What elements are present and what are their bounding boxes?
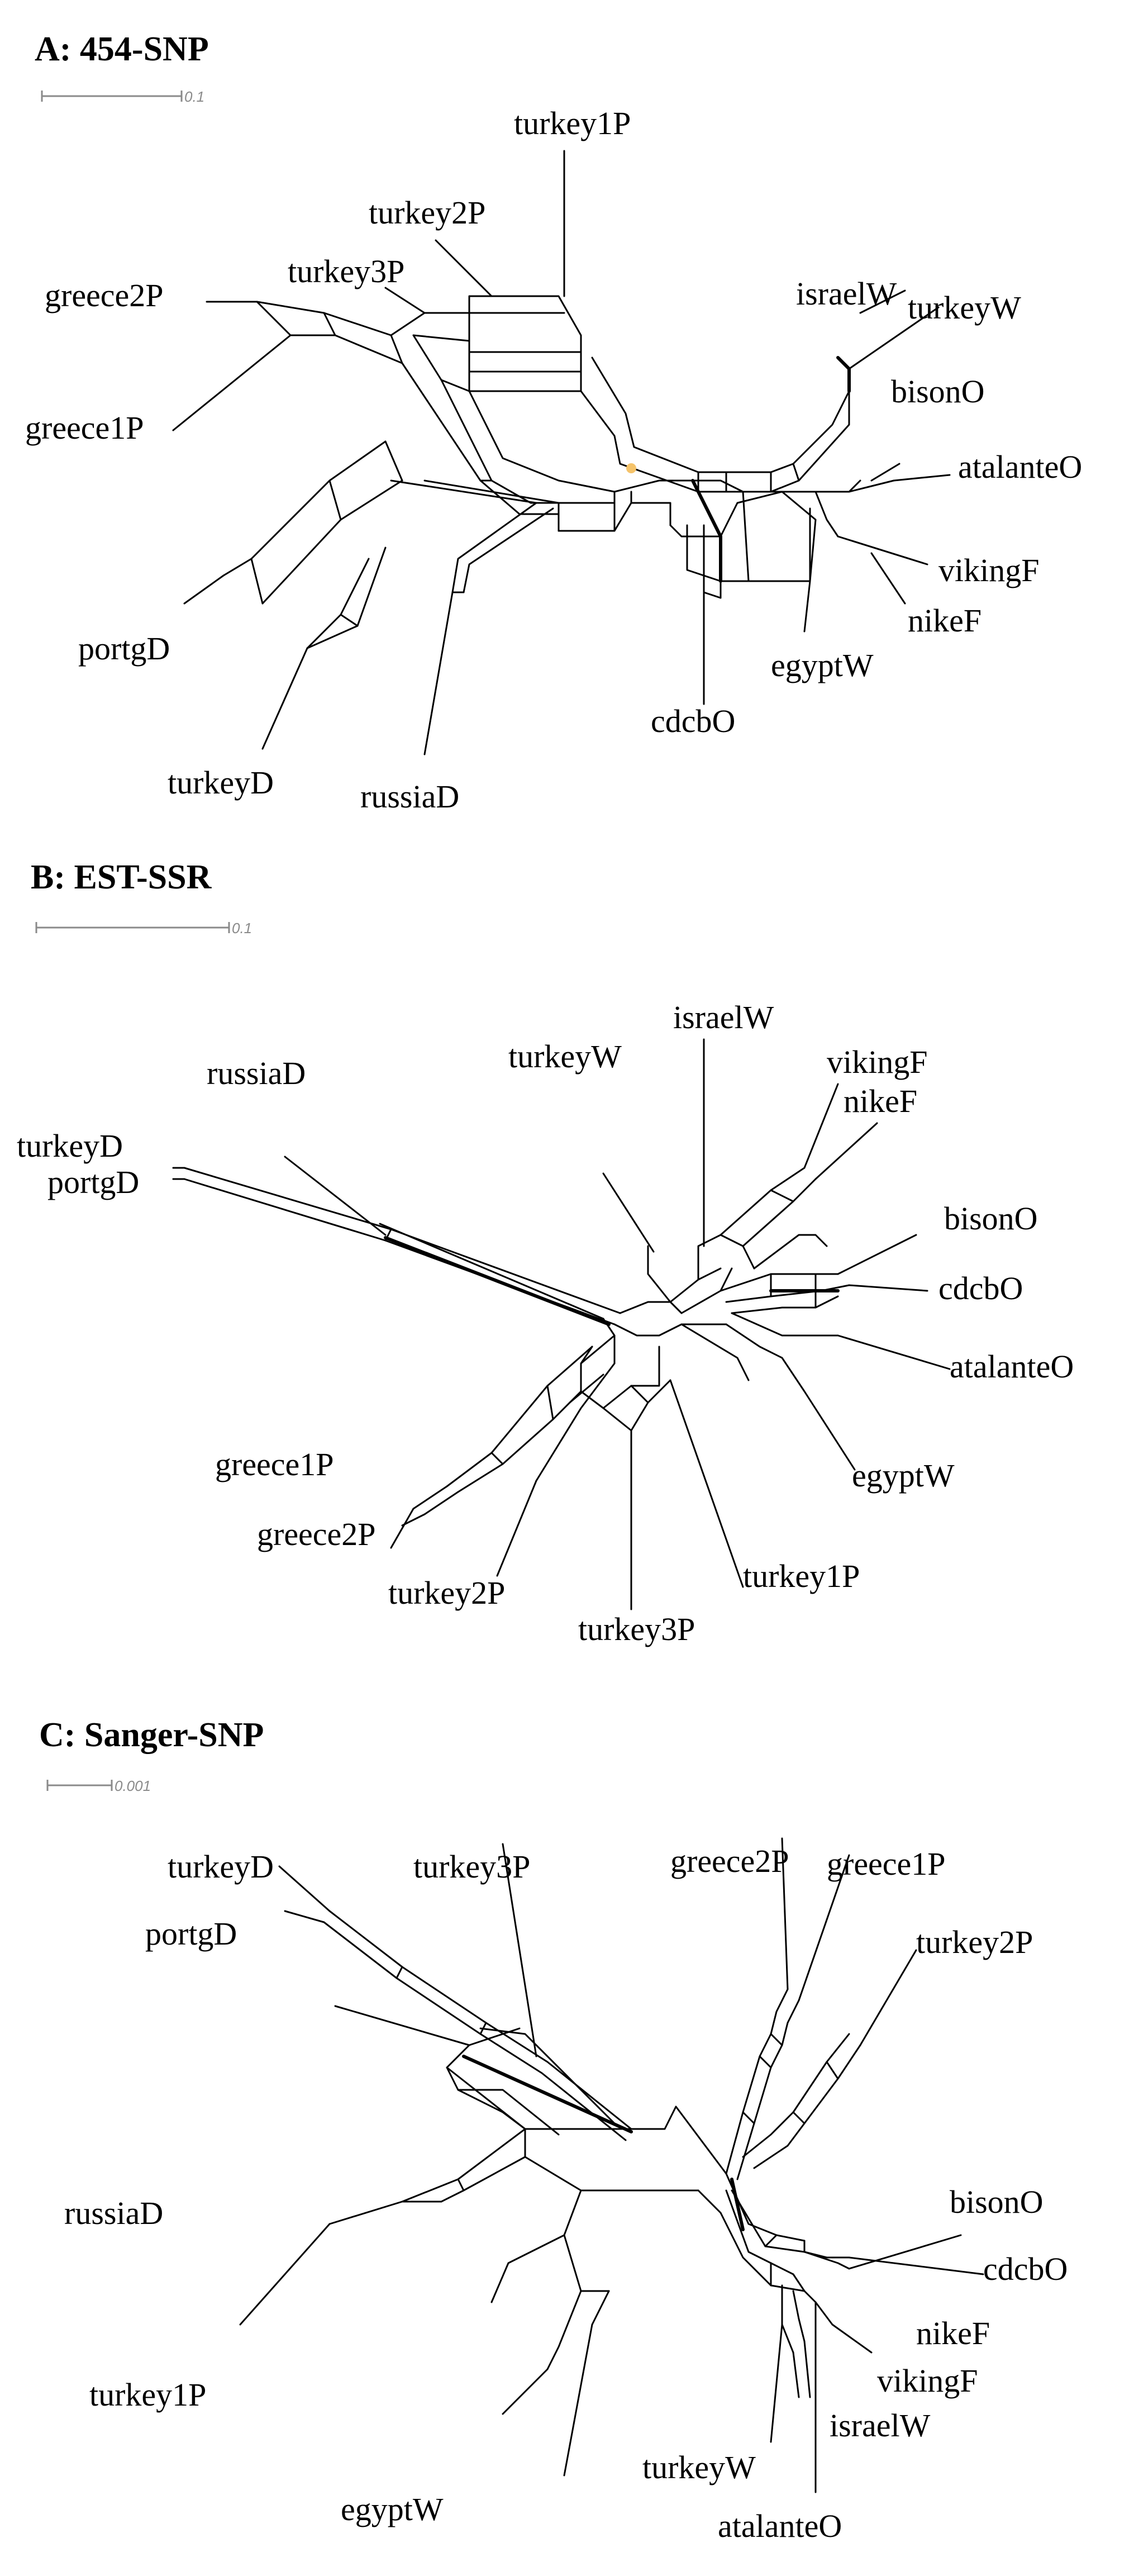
taxon-label: israelW — [830, 2407, 931, 2444]
taxon-label: nikeF — [908, 602, 981, 639]
taxon-label: nikeF — [844, 1083, 917, 1119]
taxon-label: greece1P — [215, 1446, 334, 1482]
taxon-label: portgD — [145, 1916, 237, 1952]
taxon-label: atalanteO — [950, 1348, 1074, 1385]
pendant-edges-b — [172, 1038, 951, 1610]
taxon-label: turkey3P — [578, 1611, 695, 1647]
heavy-split-a — [691, 479, 722, 583]
taxon-label: greece2P — [45, 277, 164, 313]
taxon-label: turkey1P — [514, 105, 631, 141]
taxon-label: greece2P — [670, 1843, 789, 1879]
taxon-label: greece2P — [257, 1516, 376, 1552]
taxon-label: israelW — [796, 275, 897, 312]
taxon-label: bisonO — [944, 1200, 1038, 1237]
splits-network-b — [183, 1167, 850, 1515]
taxon-label: russiaD — [360, 778, 459, 815]
scale-bar-b: 0.1 — [35, 920, 252, 937]
taxon-label: israelW — [673, 999, 774, 1035]
taxon-label: cdcbO — [651, 703, 735, 739]
pendant-edges-c — [239, 1837, 984, 2493]
taxon-label: turkeyD — [168, 764, 274, 801]
splits-network-c — [323, 1910, 861, 2415]
network-b: B: EST-SSR 0.1 — [17, 858, 1074, 1647]
panel-a-454-snp: A: 454-SNP 0.1 — [0, 0, 1134, 844]
taxon-label: portgD — [47, 1164, 139, 1200]
taxon-label: turkey2P — [916, 1924, 1033, 1960]
taxon-label: turkey1P — [89, 2377, 206, 2413]
taxon-label: turkeyW — [908, 289, 1021, 326]
scale-bar-a: 0.1 — [41, 88, 204, 105]
heavy-split-a2 — [836, 356, 851, 393]
taxon-label: cdcbO — [983, 2251, 1068, 2287]
taxon-label: greece1P — [827, 1846, 946, 1882]
heavy-split-b — [384, 1236, 611, 1326]
taxon-label: turkey3P — [288, 253, 404, 289]
taxon-label: russiaD — [64, 2195, 163, 2231]
taxon-label: bisonO — [950, 2184, 1044, 2220]
panel-c-sanger-snp: C: Sanger-SNP 0.001 — [0, 1699, 1134, 2576]
taxon-label: turkeyW — [642, 2449, 756, 2485]
taxon-label: vikingF — [938, 552, 1040, 588]
scale-label-c: 0.001 — [115, 1777, 151, 1794]
network-a: A: 454-SNP 0.1 — [25, 30, 1082, 815]
taxon-label: russiaD — [207, 1055, 306, 1091]
panel-b-title: B: EST-SSR — [31, 858, 212, 896]
panel-a-title: A: 454-SNP — [35, 30, 209, 68]
taxon-label: turkey3P — [413, 1848, 530, 1885]
network-c: C: Sanger-SNP 0.001 — [39, 1716, 1068, 2544]
taxon-label: nikeF — [916, 2315, 990, 2351]
panel-c-title: C: Sanger-SNP — [39, 1716, 264, 1754]
panel-b-est-ssr: B: EST-SSR 0.1 — [0, 844, 1134, 1699]
splits-network-a — [222, 295, 895, 649]
taxon-label: turkey1P — [743, 1558, 860, 1594]
heavy-split-c2 — [730, 2178, 745, 2231]
taxon-label: greece1P — [25, 410, 144, 446]
taxon-label: portgD — [78, 630, 170, 667]
centroid-marker-a — [626, 463, 636, 473]
taxon-label: egyptW — [771, 647, 874, 683]
taxon-label: turkeyD — [168, 1848, 274, 1885]
taxon-label: turkey2P — [388, 1575, 505, 1611]
taxon-label: cdcbO — [938, 1270, 1023, 1306]
taxon-label: egyptW — [852, 1457, 955, 1494]
taxon-label: atalanteO — [718, 2508, 842, 2544]
taxon-label: turkeyW — [508, 1038, 622, 1075]
heavy-split-c — [462, 2055, 633, 2133]
taxon-label: vikingF — [827, 1044, 928, 1080]
scale-bar-c: 0.001 — [46, 1777, 151, 1794]
taxon-label: vikingF — [877, 2363, 978, 2399]
scale-label-b: 0.1 — [232, 920, 252, 937]
pendant-edges-a — [172, 150, 951, 755]
taxon-label: turkeyD — [17, 1128, 123, 1164]
taxon-label: egyptW — [341, 2491, 444, 2527]
scale-label-a: 0.1 — [184, 88, 204, 105]
taxon-label: bisonO — [891, 373, 985, 410]
taxon-label: atalanteO — [958, 449, 1082, 485]
taxon-label: turkey2P — [369, 194, 485, 231]
